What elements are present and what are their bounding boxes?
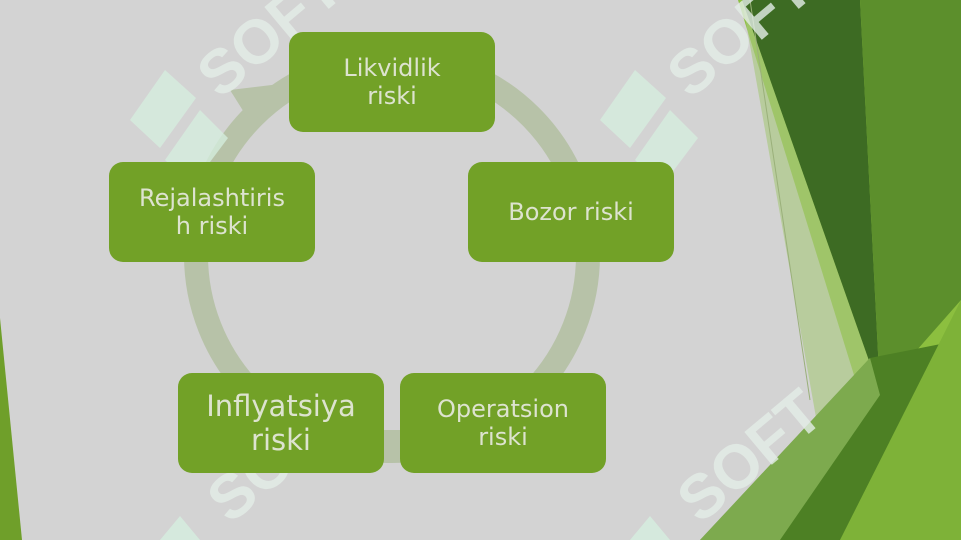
- node-label: Bozor riski: [508, 197, 634, 226]
- node-liquidity-risk: Likvidlik riski: [289, 32, 495, 132]
- node-label: Inflyatsiya riski: [206, 388, 356, 457]
- right-facet-pale: [742, 0, 880, 440]
- right-facet-line: [749, 0, 811, 401]
- cycle-connector: [384, 430, 400, 450]
- watermark-logo-icon: [130, 70, 698, 540]
- node-market-risk: Bozor riski: [468, 162, 674, 262]
- node-label: Likvidlik riski: [343, 53, 441, 110]
- node-inflation-risk: Inflyatsiya riski: [178, 373, 384, 473]
- cycle-arrowhead: [230, 84, 280, 125]
- right-facet-mid: [860, 0, 961, 392]
- node-operational-risk: Operatsion riski: [400, 373, 606, 473]
- right-facet-bottom-pale: [700, 358, 880, 540]
- left-accent-strip: [0, 318, 22, 540]
- node-label: Rejalashtiris h riski: [139, 183, 285, 240]
- node-label: Operatsion riski: [437, 394, 569, 451]
- node-planning-risk: Rejalashtiris h riski: [109, 162, 315, 262]
- right-facet-bottom-light: [840, 300, 961, 540]
